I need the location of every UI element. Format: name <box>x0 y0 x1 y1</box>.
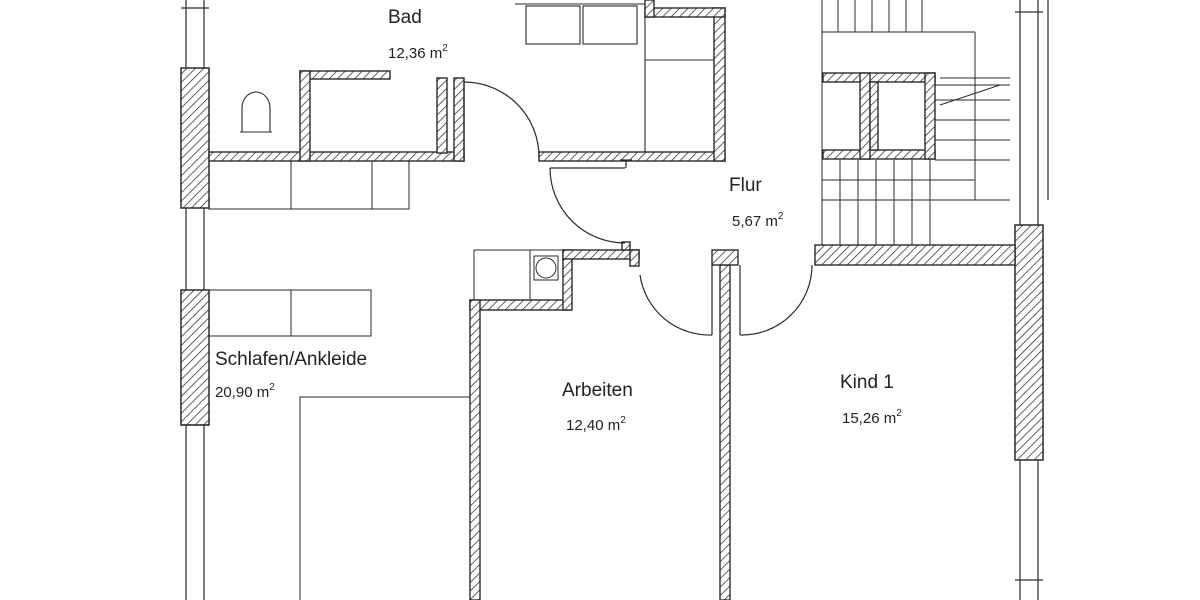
wardrobe-icon <box>208 160 410 210</box>
utility-fixtures <box>473 249 564 301</box>
bath-door-arc <box>463 81 540 158</box>
arbeiten-wall-top-left <box>469 299 571 311</box>
schlafen-door-arc <box>549 167 626 244</box>
arbeiten-door-arc <box>639 274 713 336</box>
partition-wall-cap <box>711 249 739 266</box>
doors <box>463 81 813 336</box>
counter-icon <box>473 249 564 301</box>
room-area-kind1: 15,26 m2 <box>842 408 902 427</box>
left-wall-segment <box>180 67 210 209</box>
room-name-arbeiten: Arbeiten <box>562 380 633 401</box>
chimney-outer-top <box>822 72 936 83</box>
bath-wall-top-stub <box>644 0 655 18</box>
arbeiten-wall-left <box>469 299 481 600</box>
washing-machine-icon <box>535 257 557 279</box>
staircase <box>821 0 1010 245</box>
chimney-left <box>859 72 871 160</box>
bath-wall-right-stub <box>453 77 465 162</box>
bath-fixtures <box>240 3 714 152</box>
bath-wall-right <box>713 7 726 162</box>
bath-wall-top-right <box>644 7 726 18</box>
toilet-icon <box>241 91 271 133</box>
room-area-arbeiten: 12,40 m2 <box>566 415 626 434</box>
kind-wall-top <box>814 244 1016 266</box>
partition-wall <box>719 264 731 600</box>
room-name-schlafen: Schlafen/Ankleide <box>215 349 367 370</box>
bath-shaft-top <box>299 70 391 80</box>
room-area-flur: 5,67 m2 <box>732 211 784 230</box>
room-name-bad: Bad <box>388 7 422 28</box>
interior-walls <box>208 0 1016 600</box>
bath-wall-bottom-left <box>208 151 465 162</box>
wardrobe-icon <box>208 289 372 337</box>
bedroom-furniture <box>208 160 471 600</box>
room-area-schlafen: 20,90 m2 <box>215 382 275 401</box>
kind-door-arc <box>739 264 813 336</box>
chimney-outer-bottom <box>822 149 936 160</box>
bath-shaft-left <box>299 70 311 162</box>
room-name-flur: Flur <box>729 175 762 196</box>
bath-shaft-right <box>436 77 448 154</box>
arbeiten-wall-door-stub <box>629 249 640 267</box>
windows <box>181 0 1049 600</box>
room-area-bad: 12,36 m2 <box>388 43 448 62</box>
room-labels: Bad 12,36 m2 Flur 5,67 m2 Schlafen/Ankle… <box>215 7 902 434</box>
arbeiten-door-jamb <box>621 241 631 251</box>
exterior-walls <box>180 67 1044 461</box>
chimney-right <box>924 72 936 160</box>
left-wall-segment <box>180 289 210 426</box>
arbeiten-wall-top-right <box>562 249 640 260</box>
washbasin-icon <box>525 5 581 45</box>
room-name-kind1: Kind 1 <box>840 372 894 393</box>
right-wall-segment <box>1014 224 1044 461</box>
chimney-mid <box>869 81 879 151</box>
washbasin-icon <box>582 5 638 45</box>
bed-icon <box>299 396 471 600</box>
